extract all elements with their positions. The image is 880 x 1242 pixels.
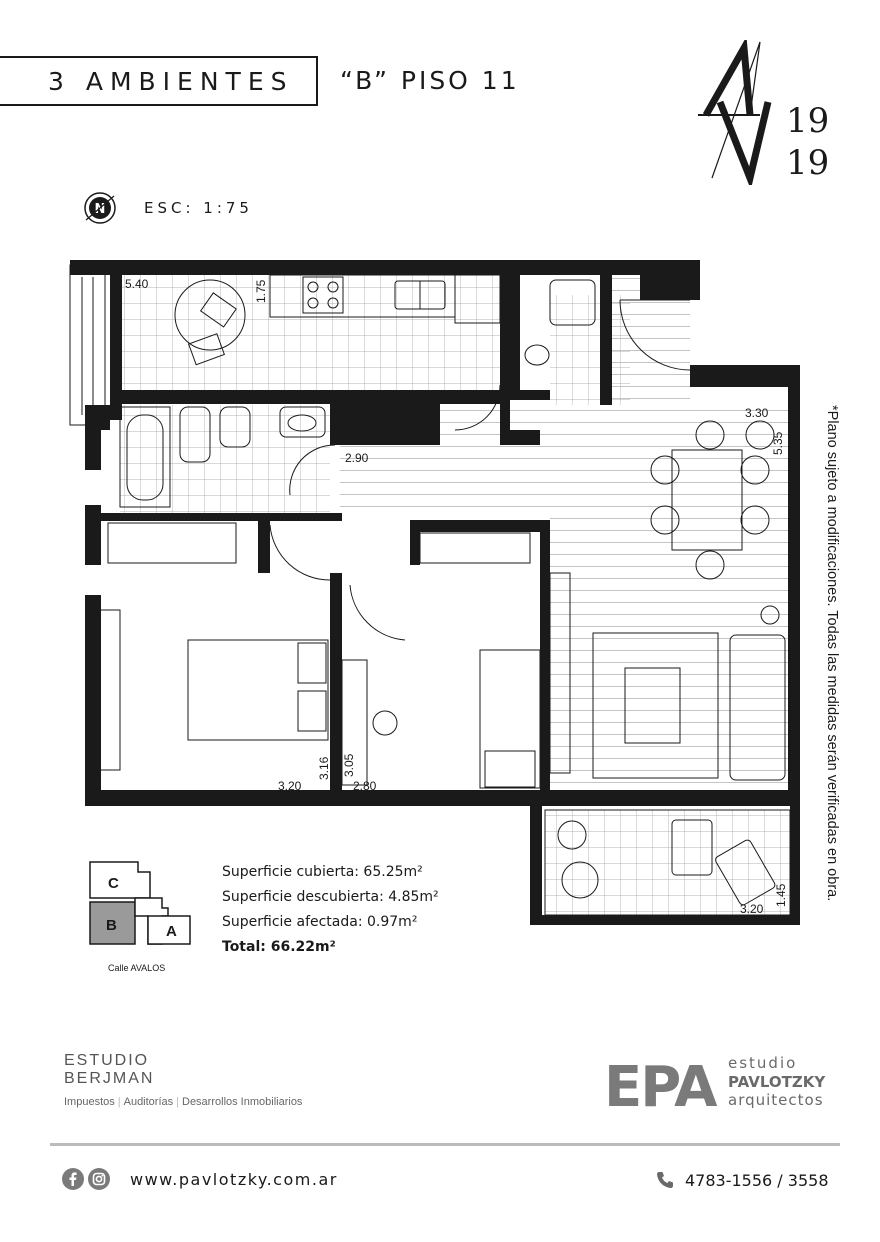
disclaimer-text: *Plano sujeto a modificaciones. Todas la… xyxy=(824,405,840,902)
dim-balcony-height: 1.45 xyxy=(774,883,788,907)
keyplan-unit-a: A xyxy=(166,923,177,940)
berjman-line2: BERJMAN xyxy=(64,1070,155,1087)
logo-number-2: 19 xyxy=(786,143,829,183)
surface-total: Total: 66.22m² xyxy=(222,939,336,955)
dim-bedroom1-height: 3.16 xyxy=(317,756,331,780)
walls xyxy=(70,260,800,925)
key-plan: C B A xyxy=(89,861,191,945)
dim-living-height: 5.35 xyxy=(771,431,785,455)
unit-subtitle: “B” PISO 11 xyxy=(340,66,520,95)
dim-bedroom2-width: 2.80 xyxy=(353,779,377,793)
dim-balcony-width: 3.20 xyxy=(740,902,764,916)
dim-living-width: 3.30 xyxy=(745,406,769,420)
windows xyxy=(69,264,771,804)
floor-plan: 5.40 1.75 3.30 5.35 2.90 3.20 3.16 3.05 … xyxy=(69,260,800,925)
bathroom-fixtures xyxy=(119,279,596,508)
surface-uncovered: Superficie descubierta: 4.85m² xyxy=(222,889,439,905)
disclaimer-note: *Plano sujeto a modificaciones. Todas la… xyxy=(820,405,850,901)
bathroom-floor xyxy=(120,405,330,513)
balcony-furniture xyxy=(544,809,791,916)
dim-kitchen-height: 1.75 xyxy=(254,279,268,303)
dim-hall: 2.90 xyxy=(345,451,369,465)
dim-bedroom2-height: 3.05 xyxy=(342,753,356,777)
north-compass-icon: N xyxy=(84,192,116,224)
svg-text:N: N xyxy=(95,202,106,217)
epa-line2: PAVLOTZKY xyxy=(728,1073,826,1091)
dim-kitchen-width: 5.40 xyxy=(125,277,149,291)
dim-bedroom1-width: 3.20 xyxy=(278,779,302,793)
av-logo: 19 19 xyxy=(698,40,829,185)
surface-covered: Superficie cubierta: 65.25m² xyxy=(222,864,423,880)
phone-contact: 4783-1556 / 3558 xyxy=(655,1170,829,1190)
service-item: Auditorías xyxy=(123,1096,174,1108)
service-item: Impuestos xyxy=(64,1096,115,1108)
page-title: 3 AMBIENTES xyxy=(48,66,294,96)
living-furniture xyxy=(549,420,786,781)
epa-line3: arquitectos xyxy=(728,1091,824,1109)
berjman-logo: ESTUDIO BERJMAN Impuestos|Auditorías|Des… xyxy=(64,1052,302,1108)
kitchen-counter xyxy=(174,274,501,441)
berjman-services: Impuestos|Auditorías|Desarrollos Inmobil… xyxy=(64,1096,303,1108)
street-label: Calle AVALOS xyxy=(108,963,166,973)
phone-icon xyxy=(657,1172,673,1188)
title-box: 3 AMBIENTES xyxy=(0,56,318,106)
living-floor xyxy=(550,515,790,785)
epa-line1: estudio xyxy=(728,1054,797,1072)
kitchen-floor xyxy=(120,275,510,390)
facebook-icon[interactable] xyxy=(62,1168,84,1190)
scale-row: N ESC: 1:75 xyxy=(82,190,253,226)
website-link[interactable]: www.pavlotzky.com.ar xyxy=(130,1170,338,1189)
instagram-icon[interactable] xyxy=(88,1168,110,1190)
epa-logo: EPA estudio PAVLOTZKY arquitectos xyxy=(604,1054,826,1112)
epa-mark: EPA xyxy=(604,1055,718,1112)
surfaces-list: Superficie cubierta: 65.25m² Superficie … xyxy=(222,860,439,960)
scale-label: ESC: 1:75 xyxy=(144,199,253,217)
keyplan-unit-b: B xyxy=(106,917,117,934)
berjman-line1: ESTUDIO xyxy=(64,1052,150,1069)
footer-divider xyxy=(50,1143,840,1146)
keyplan-unit-c: C xyxy=(108,875,119,892)
social-icons xyxy=(62,1168,110,1190)
phone-number[interactable]: 4783-1556 / 3558 xyxy=(685,1170,829,1190)
surface-affected: Superficie afectada: 0.97m² xyxy=(222,914,418,930)
logo-number-1: 19 xyxy=(786,101,829,141)
service-item: Desarrollos Inmobiliarios xyxy=(182,1096,303,1108)
bedroom-furniture xyxy=(99,522,541,789)
doors xyxy=(269,299,691,641)
